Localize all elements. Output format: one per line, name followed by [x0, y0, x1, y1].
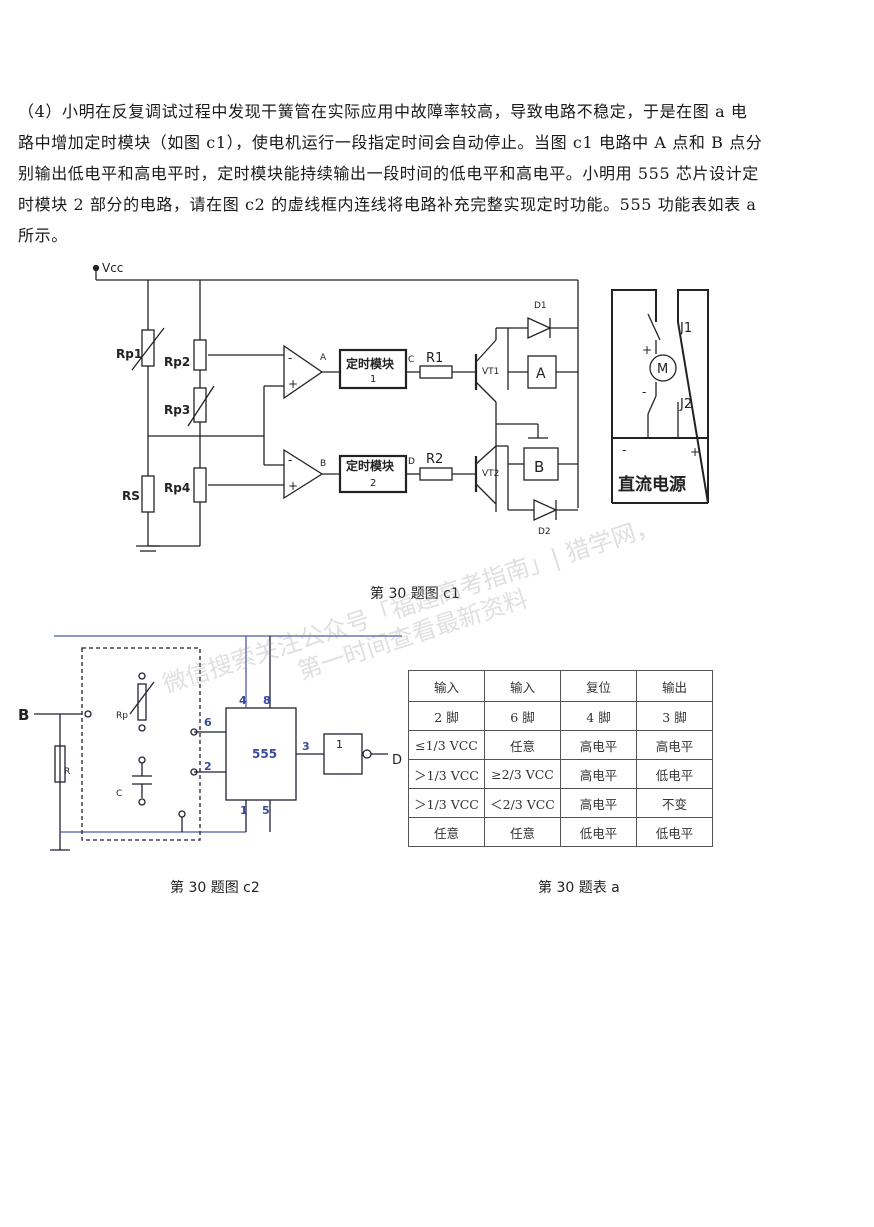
table-cell: 高电平 — [560, 788, 637, 818]
table-header-cell: 输出 — [636, 670, 713, 702]
relay-a-label: A — [536, 366, 546, 382]
rp1-label: Rp1 — [116, 347, 142, 361]
table-cell: 4 脚 — [560, 701, 637, 731]
node-d-label: D — [408, 457, 415, 467]
table-cell: 高电平 — [560, 730, 637, 760]
table-cell: 3 脚 — [636, 701, 713, 731]
relay-b-label: B — [534, 458, 544, 476]
table-cell: 低电平 — [636, 817, 713, 847]
circuit-figure-c1: Vcc Rp1 Rp2 Rp3 RS Rp4 - + - + A B C D 定… — [92, 261, 709, 552]
paragraph-line: 时模块 2 部分的电路，请在图 c2 的虚线框内连线将电路补充完整实现定时功能。… — [18, 195, 757, 214]
paragraph-line: 别输出低电平和高电平时，定时模块能持续输出一段时间的低电平和高电平。小明用 55… — [18, 164, 759, 183]
rs-label: RS — [122, 489, 140, 503]
pin2-label: 2 — [204, 760, 212, 773]
table-cell: ＞1/3 VCC — [408, 759, 485, 789]
rp4-label: Rp4 — [164, 481, 190, 495]
timer2-num: 2 — [370, 478, 376, 489]
supply-minus: - — [622, 443, 626, 457]
table-row: ＞1/3 VCC ≥2/3 VCC 高电平 低电平 — [408, 759, 713, 789]
timer1-num: 1 — [370, 374, 376, 385]
vt1-label: VT1 — [482, 367, 499, 377]
table-header-cell: 输入 — [484, 670, 561, 702]
chip-label: 555 — [252, 747, 277, 761]
output-d-label: D — [392, 753, 402, 768]
table-cell: 高电平 — [560, 759, 637, 789]
timer1-title: 定时模块 — [346, 356, 395, 371]
table-cell: 任意 — [484, 817, 561, 847]
table-header-row: 输入 输入 复位 输出 — [408, 670, 713, 702]
vt2-label: VT2 — [482, 469, 499, 479]
table-cell: 不变 — [636, 788, 713, 818]
motor-plus: + — [642, 343, 652, 357]
function-table-555: 输入 输入 复位 输出 2 脚 6 脚 4 脚 3 脚 ≤1/3 VCC 任意 … — [408, 670, 713, 847]
table-cell: 高电平 — [636, 730, 713, 760]
pin6-label: 6 — [204, 716, 212, 729]
paragraph-line: （4）小明在反复调试过程中发现干簧管在实际应用中故障率较高，导致电路不稳定，于是… — [18, 102, 748, 121]
opamp1-minus: - — [288, 351, 292, 365]
table-cell: 2 脚 — [408, 701, 485, 731]
opamp2-plus: + — [288, 479, 298, 493]
pin1-label: 1 — [240, 804, 248, 817]
pin8-label: 8 — [263, 694, 271, 707]
paragraph-line: 所示。 — [18, 226, 68, 245]
power-supply-label: 直流电源 — [618, 474, 686, 495]
d1-label: D1 — [534, 301, 547, 311]
table-cell: ≤1/3 VCC — [408, 730, 485, 760]
table-cell: ＜2/3 VCC — [484, 788, 561, 818]
node-a-label: A — [320, 353, 327, 363]
table-row: ≤1/3 VCC 任意 高电平 高电平 — [408, 730, 713, 760]
table-row: ＞1/3 VCC ＜2/3 VCC 高电平 不变 — [408, 788, 713, 818]
pin3-label: 3 — [302, 740, 310, 753]
caption-c2: 第 30 题图 c2 — [170, 880, 260, 896]
r2-label: R2 — [426, 452, 443, 467]
input-b-label: B — [18, 706, 29, 724]
table-cell: 低电平 — [636, 759, 713, 789]
paragraph-line: 路中增加定时模块（如图 c1），使电机运行一段指定时间会自动停止。当图 c1 电… — [18, 133, 763, 152]
table-header-cell: 输入 — [408, 670, 485, 702]
rp3-label: Rp3 — [164, 403, 190, 417]
table-cell: ≥2/3 VCC — [484, 759, 561, 789]
circuit-figure-c2: B R Rp C 555 4 8 6 2 3 1 5 1 D — [18, 635, 402, 851]
question-paragraph: （4）小明在反复调试过程中发现干簧管在实际应用中故障率较高，导致电路不稳定，于是… — [18, 96, 780, 251]
node-c-label: C — [408, 355, 414, 365]
motor-label: M — [657, 362, 668, 377]
rp-label: Rp — [116, 711, 128, 721]
r-label: R — [64, 767, 70, 777]
timer2-title: 定时模块 — [346, 458, 395, 473]
not-gate-label: 1 — [336, 738, 343, 751]
pin4-label: 4 — [239, 694, 247, 707]
rp2-label: Rp2 — [164, 355, 190, 369]
table-cell: 任意 — [484, 730, 561, 760]
opamp2-minus: - — [288, 453, 292, 467]
motor-minus: - — [642, 385, 646, 399]
caption-table-a: 第 30 题表 a — [538, 880, 620, 896]
caption-c1: 第 30 题图 c1 — [370, 586, 460, 602]
c-label: C — [116, 789, 122, 799]
pin5-label: 5 — [262, 804, 270, 817]
supply-plus: + — [690, 445, 700, 459]
opamp1-plus: + — [288, 377, 298, 391]
table-header-cell: 复位 — [560, 670, 637, 702]
table-cell: 低电平 — [560, 817, 637, 847]
j2-label: J2 — [679, 397, 692, 412]
table-cell: 6 脚 — [484, 701, 561, 731]
table-cell: ＞1/3 VCC — [408, 788, 485, 818]
vcc-label: Vcc — [102, 261, 123, 275]
table-row: 2 脚 6 脚 4 脚 3 脚 — [408, 701, 713, 731]
d2-label: D2 — [538, 527, 551, 537]
j1-label: J1 — [679, 321, 692, 336]
table-cell: 任意 — [408, 817, 485, 847]
table-row: 任意 任意 低电平 低电平 — [408, 817, 713, 847]
node-b-label: B — [320, 459, 326, 469]
r1-label: R1 — [426, 351, 443, 366]
